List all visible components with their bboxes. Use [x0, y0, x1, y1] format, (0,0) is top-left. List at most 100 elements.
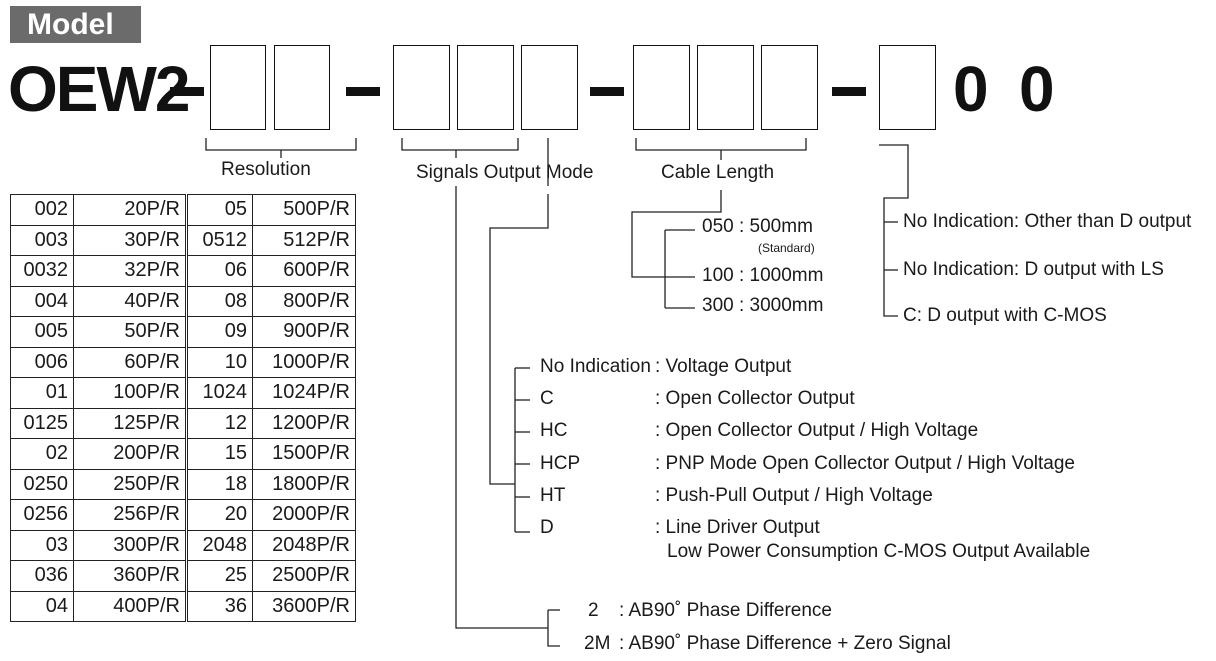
- resolution-code: 10: [185, 346, 253, 378]
- resolution-box-1: [210, 45, 266, 130]
- output-mode-box: [521, 45, 578, 130]
- cable-length-label: Cable Length: [661, 162, 775, 183]
- signal-box-2: [457, 45, 514, 130]
- resolution-code: 18: [185, 468, 253, 500]
- last-option: No Indication: Other than D output: [903, 211, 1192, 232]
- cable-box-2: [697, 45, 754, 130]
- resolution-code: 36: [185, 590, 253, 622]
- resolution-value: 800P/R: [252, 285, 356, 317]
- output-mode-code: C: [540, 388, 554, 409]
- resolution-code: 005: [10, 316, 74, 348]
- resolution-value: 32P/R: [73, 255, 187, 287]
- cable-option: 100 : 1000mm: [702, 265, 824, 286]
- resolution-value: 512P/R: [252, 224, 356, 256]
- resolution-code: 0512: [185, 224, 253, 256]
- resolution-code: 01: [10, 377, 74, 409]
- resolution-code: 2048: [185, 529, 253, 561]
- resolution-code: 04: [10, 590, 74, 622]
- resolution-value: 50P/R: [73, 316, 187, 348]
- signal-code: 2M: [584, 633, 611, 654]
- model-badge: Model: [10, 6, 141, 43]
- signal-code: 2: [588, 600, 599, 621]
- suffix-zero: 0: [1019, 53, 1055, 125]
- separator-dash: [346, 87, 380, 96]
- resolution-code: 0032: [10, 255, 74, 287]
- resolution-box-2: [274, 45, 330, 130]
- signal-box-1: [393, 45, 450, 130]
- resolution-code: 06: [185, 255, 253, 287]
- resolution-value: 1500P/R: [252, 438, 356, 470]
- resolution-code: 003: [10, 224, 74, 256]
- last-option: C: D output with C-MOS: [903, 305, 1107, 326]
- output-mode-desc: : Line Driver Output: [655, 517, 820, 538]
- cable-box-1: [633, 45, 690, 130]
- resolution-value: 30P/R: [73, 224, 187, 256]
- output-mode-desc: : Open Collector Output: [655, 388, 855, 409]
- output-mode-code: D: [540, 517, 554, 538]
- resolution-value: 1200P/R: [252, 407, 356, 439]
- resolution-value: 200P/R: [73, 438, 187, 470]
- signal-desc: : AB90˚ Phase Difference + Zero Signal: [619, 633, 951, 654]
- resolution-code: 0256: [10, 499, 74, 531]
- resolution-code: 1024: [185, 377, 253, 409]
- output-mode-code: HT: [540, 485, 566, 506]
- separator-dash: [170, 87, 204, 96]
- resolution-code: 0250: [10, 468, 74, 500]
- resolution-code: 05: [185, 194, 253, 226]
- resolution-value: 3600P/R: [252, 590, 356, 622]
- separator-dash: [832, 87, 866, 96]
- resolution-value: 2048P/R: [252, 529, 356, 561]
- resolution-value: 600P/R: [252, 255, 356, 287]
- signal-desc: : AB90˚ Phase Difference: [619, 600, 832, 621]
- resolution-value: 1000P/R: [252, 346, 356, 378]
- resolution-value: 2500P/R: [252, 560, 356, 592]
- output-mode-desc: : PNP Mode Open Collector Output / High …: [655, 453, 1075, 474]
- output-mode-desc-extra: Low Power Consumption C-MOS Output Avail…: [667, 541, 1091, 562]
- output-mode-desc: : Voltage Output: [655, 356, 792, 377]
- resolution-label: Resolution: [221, 159, 311, 180]
- option-box: [879, 45, 936, 130]
- model-prefix: OEW2: [8, 53, 190, 125]
- resolution-value: 1800P/R: [252, 468, 356, 500]
- cable-box-3: [761, 45, 818, 130]
- resolution-value: 360P/R: [73, 560, 187, 592]
- resolution-value: 40P/R: [73, 285, 187, 317]
- resolution-code: 09: [185, 316, 253, 348]
- cable-option: 300 : 3000mm: [702, 295, 824, 316]
- signals-output-mode-label: Signals Output Mode: [416, 162, 594, 183]
- resolution-value: 1024P/R: [252, 377, 356, 409]
- resolution-code: 25: [185, 560, 253, 592]
- resolution-value: 400P/R: [73, 590, 187, 622]
- resolution-code: 0125: [10, 407, 74, 439]
- output-mode-desc: : Open Collector Output / High Voltage: [655, 420, 979, 441]
- resolution-value: 20P/R: [73, 194, 187, 226]
- resolution-value: 300P/R: [73, 529, 187, 561]
- suffix-zero: 0: [953, 53, 989, 125]
- last-option: No Indication: D output with LS: [903, 259, 1164, 280]
- output-mode-code: No Indication: [540, 356, 651, 377]
- resolution-value: 60P/R: [73, 346, 187, 378]
- resolution-value: 256P/R: [73, 499, 187, 531]
- resolution-code: 15: [185, 438, 253, 470]
- resolution-code: 02: [10, 438, 74, 470]
- resolution-value: 250P/R: [73, 468, 187, 500]
- resolution-code: 006: [10, 346, 74, 378]
- resolution-code: 20: [185, 499, 253, 531]
- output-mode-desc: : Push-Pull Output / High Voltage: [655, 485, 933, 506]
- resolution-code: 036: [10, 560, 74, 592]
